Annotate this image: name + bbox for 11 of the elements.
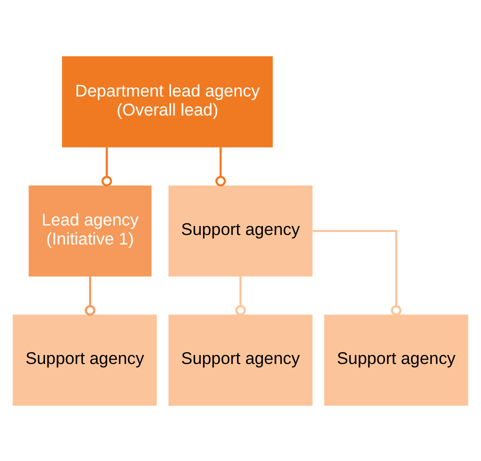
node-box: Support agency <box>12 314 157 406</box>
connector <box>235 276 246 316</box>
connector <box>101 146 112 186</box>
node-box: Support agency <box>168 314 313 406</box>
connector <box>215 146 226 186</box>
node-box: Department lead agency (Overall lead) <box>62 56 273 147</box>
node-box: Support agency <box>168 184 313 276</box>
connector <box>84 276 96 316</box>
node-box: Support agency <box>324 314 468 406</box>
node-box: Lead agency (Initiative 1) <box>28 184 152 276</box>
connector <box>312 229 402 316</box>
